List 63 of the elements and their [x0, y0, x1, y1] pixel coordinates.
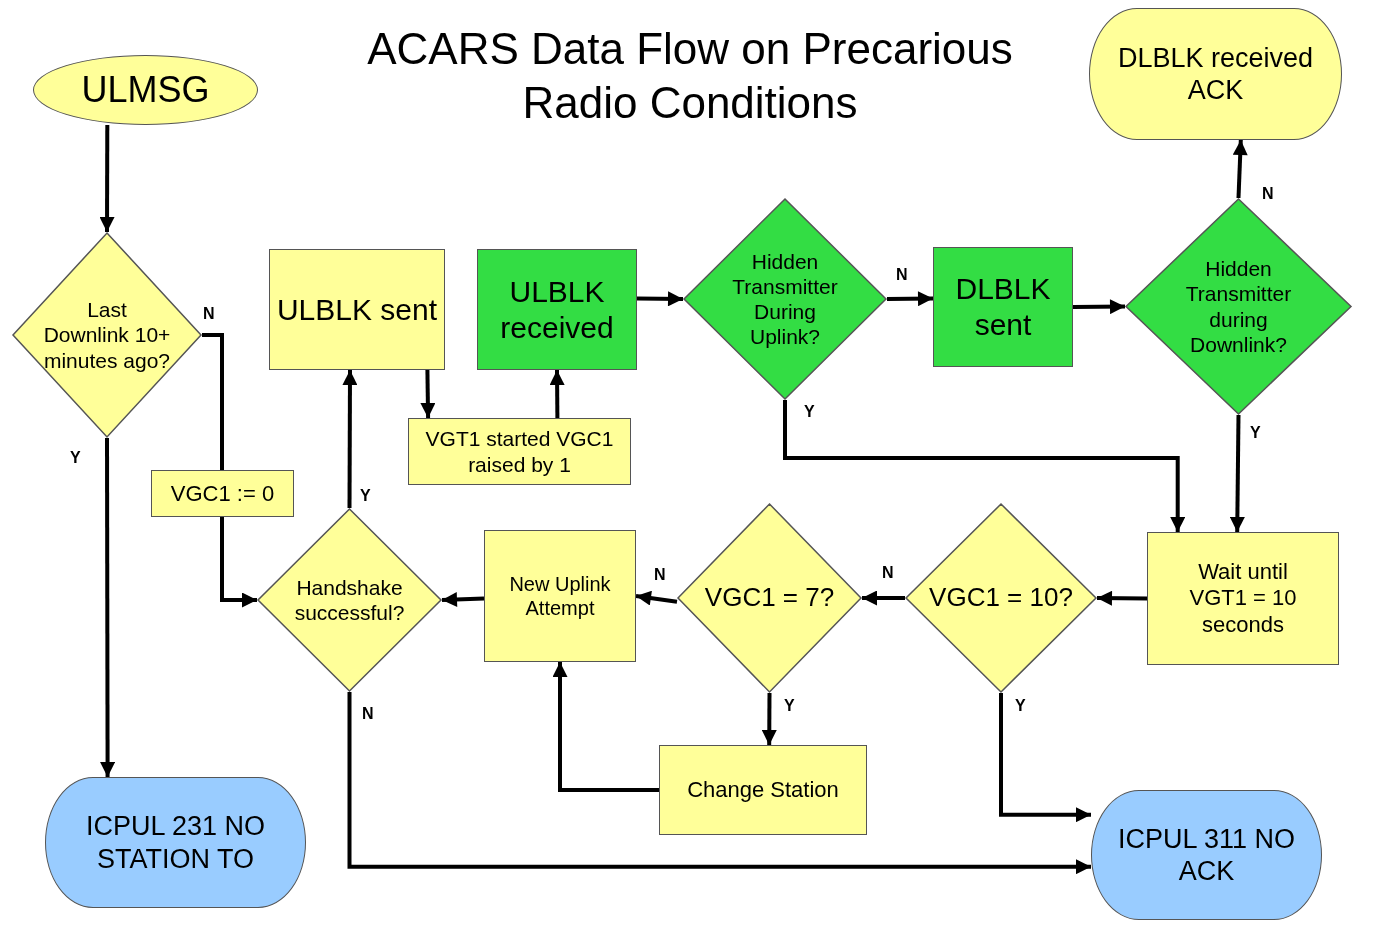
decision-diamond — [12, 232, 202, 438]
process-box — [659, 745, 867, 835]
node-label: ICPUL 311 NO ACK — [1116, 822, 1297, 888]
arrow — [342, 370, 358, 508]
edge-label: VGC1 := 0 — [151, 470, 294, 517]
node-label: Change Station — [687, 776, 839, 804]
edge-label: Y — [804, 404, 815, 420]
node-label: Hidden Transmitter during Downlink? — [1184, 256, 1293, 357]
decision-diamond — [677, 503, 862, 693]
arrow — [441, 592, 485, 607]
edge-label: N — [896, 267, 908, 283]
arrow — [635, 590, 678, 606]
node-label: Last Downlink 10+ minutes ago? — [42, 297, 172, 373]
process-box — [1147, 532, 1339, 665]
arrow — [636, 291, 683, 307]
arrow — [347, 692, 1091, 875]
node-label: ICPUL 231 NO STATION TO — [84, 810, 267, 875]
arrow — [1096, 590, 1148, 606]
arrow — [862, 590, 905, 606]
node-label: Handshake successful? — [293, 574, 406, 626]
process-box — [477, 249, 637, 370]
process-box — [408, 418, 631, 485]
node-label: VGC1 = 7? — [704, 582, 835, 614]
arrow — [420, 369, 436, 419]
process-box — [933, 247, 1073, 367]
arrow — [887, 291, 934, 307]
node-label: New Uplink Attempt — [508, 572, 612, 620]
edge-label: Y — [784, 698, 795, 714]
edge-label: N — [362, 706, 374, 722]
edge-label: Y — [360, 488, 371, 504]
edge-label: N — [1262, 186, 1274, 202]
edge-label: Y — [1015, 698, 1026, 714]
process-box — [269, 249, 445, 370]
arrow — [783, 400, 1186, 532]
arrow — [1232, 139, 1248, 199]
arrow — [761, 693, 777, 745]
node-label: VGC1 = 10? — [929, 582, 1073, 614]
node-label: ULBLK sent — [276, 291, 438, 328]
edge-label: N — [882, 565, 894, 581]
node-label: Wait until VGT1 = 10 seconds — [1188, 558, 1298, 639]
node-label: ULMSG — [81, 68, 210, 112]
node-label: DLBLK sent — [954, 271, 1052, 343]
node-label: ULBLK received — [499, 273, 615, 346]
arrow — [99, 125, 115, 232]
title: ACARS Data Flow on Precarious Radio Conditions — [366, 23, 1014, 129]
arrow — [549, 370, 565, 418]
arrow — [100, 438, 116, 777]
node-label: DLBLK received ACK — [1116, 41, 1315, 107]
node-label: Hidden Transmitter During Uplink? — [731, 248, 839, 350]
node-label: VGT1 started VGC1 raised by 1 — [424, 426, 615, 477]
arrow — [1072, 299, 1126, 315]
decision-diamond — [683, 198, 887, 400]
arrow — [552, 662, 659, 792]
edge-label: Y — [70, 450, 81, 466]
arrow — [1229, 414, 1245, 533]
process-box — [484, 530, 636, 662]
arrow — [999, 693, 1091, 823]
edge-label: Y — [1250, 425, 1261, 441]
branch-label: N — [203, 306, 215, 322]
decision-diamond — [1125, 198, 1352, 415]
decision-diamond — [905, 503, 1097, 693]
edge-label: N — [654, 567, 666, 583]
decision-diamond — [257, 508, 442, 692]
